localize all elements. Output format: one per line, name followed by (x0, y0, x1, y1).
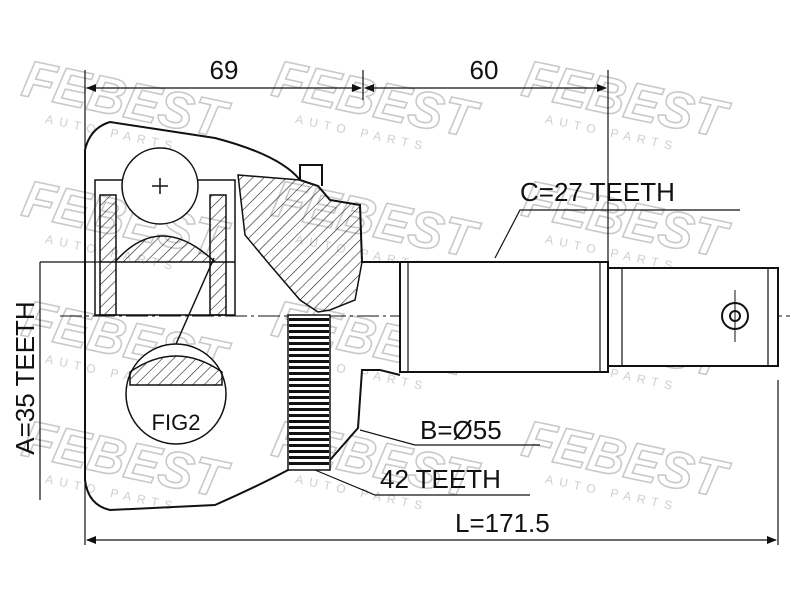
watermark-3: FEBEST AUTO PARTS (517, 49, 735, 154)
splined-shaft (399, 261, 779, 373)
shaft-thread-section (607, 267, 779, 367)
dim-60-label: 60 (470, 55, 499, 85)
leader-lines (314, 209, 740, 496)
inner-race (94, 147, 236, 316)
abs-ring-teeth (289, 318, 329, 468)
watermark-12: FEBEST AUTO PARTS (517, 409, 735, 514)
housing-hatched-section (237, 174, 363, 313)
dim-69-label: 69 (210, 55, 239, 85)
watermark-2: FEBEST AUTO PARTS (267, 49, 485, 154)
cage-left-hatch (99, 194, 117, 316)
cage-right-hatch (209, 194, 227, 316)
abs-teeth-leader (314, 469, 530, 496)
fig2-detail: FIG2 (125, 257, 227, 445)
abs-teeth-label: 42 TEETH (380, 464, 501, 494)
b-diameter-leader (359, 429, 540, 446)
a-teeth-label: A=35 TEETH (10, 301, 40, 454)
b-diameter-label: B=Ø55 (420, 415, 502, 445)
housing-notch (299, 164, 323, 186)
total-length-label: L=171.5 (455, 508, 550, 538)
shaft-spline-section (399, 261, 609, 373)
c-teeth-leader (494, 209, 740, 259)
inner-race-hatch (114, 235, 216, 263)
c-teeth-label: C=27 TEETH (520, 177, 675, 207)
watermark-1: FEBEST AUTO PARTS (17, 49, 235, 154)
abs-ring (287, 314, 331, 471)
fig2-hatch (129, 355, 223, 386)
fig2-leader (175, 257, 215, 345)
fig2-label: FIG2 (152, 410, 201, 435)
